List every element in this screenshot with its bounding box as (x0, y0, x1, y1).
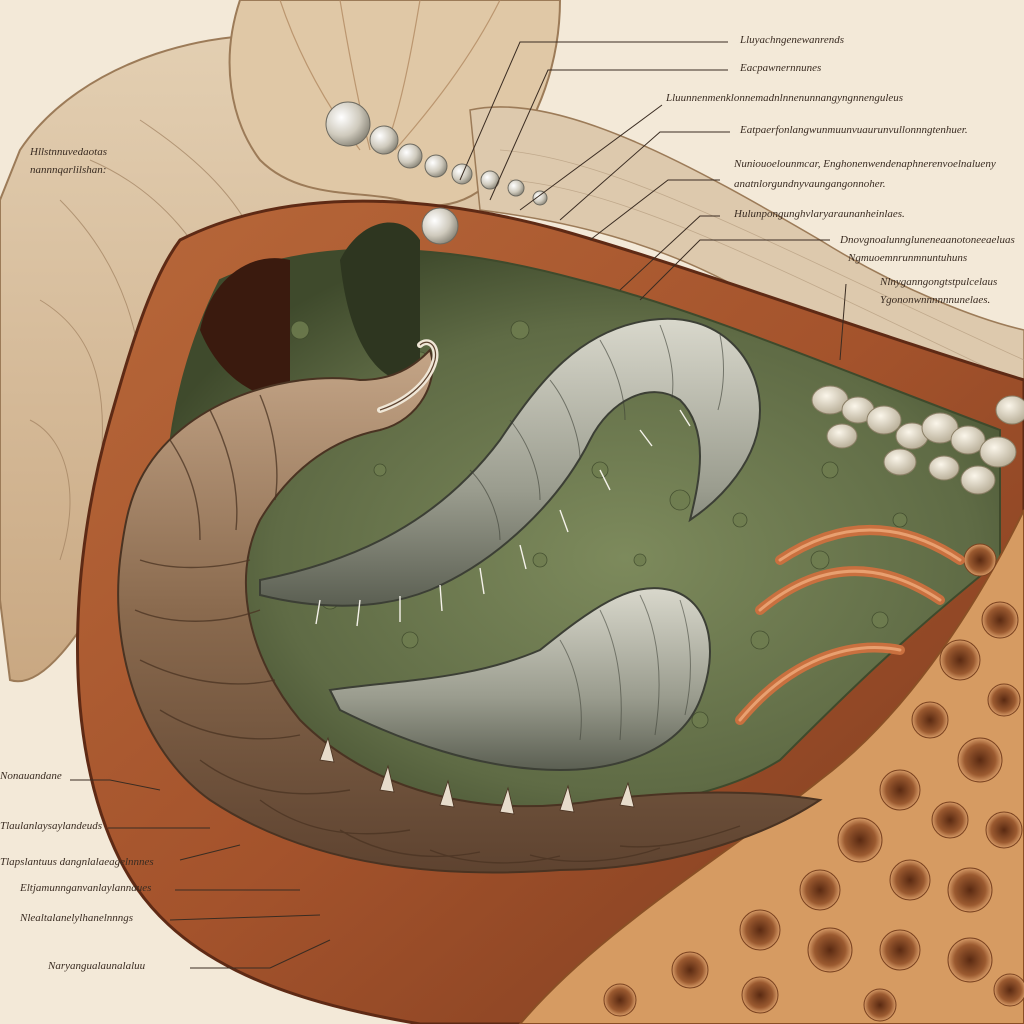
label-left-8: Naryangualaunalaluu (48, 960, 146, 972)
label-right-7: Hulunpongunghvlaryaraunanheinlaes. (734, 208, 905, 220)
label-right-6: anatnlorgundnyvaungangonnoher. (734, 178, 886, 190)
leader-lines-left (70, 779, 331, 969)
label-left-7: Nlealtalanelylhanelnnngs (20, 912, 134, 924)
label-left-2: nannnqarlilshan: (30, 164, 107, 176)
label-right-4: Eatpaerfonlangwunmuunvuaurunvullonnngten… (740, 124, 968, 136)
label-left-6: Eltjamunnganvanlaylannaues (20, 882, 152, 894)
label-right-5: Nuniouoelounmcar, Enghonenwendenaphneren… (734, 158, 996, 170)
label-left-4: Tlaulanlaysaylandeuds (0, 820, 103, 832)
leader-lines-right (459, 41, 847, 361)
label-right-2: Eacpawnernnunes (740, 62, 822, 74)
label-left-5: Tlapslantuus dangnlalaeagelnnnes (0, 856, 154, 868)
label-right-3: Lluunnenmenklonnemadnlnnenunnangyngnneng… (666, 92, 904, 104)
label-right-10: Nlnyganngongtstpulcelaus (880, 276, 998, 288)
label-right-8: Dnovgnoalunngluneneaanotoneeaeluas (840, 234, 1015, 246)
label-right-1: Lluyachngenewanrends (740, 34, 845, 46)
label-left-3: Nonauandane (0, 770, 62, 782)
label-right-11: Ygononwnnnnnnunelaes. (880, 294, 991, 306)
label-right-9: Ngmuoemnrunmnuntuhuns (848, 252, 968, 264)
label-left-1: Hllstnnuvedaotas (30, 146, 107, 158)
